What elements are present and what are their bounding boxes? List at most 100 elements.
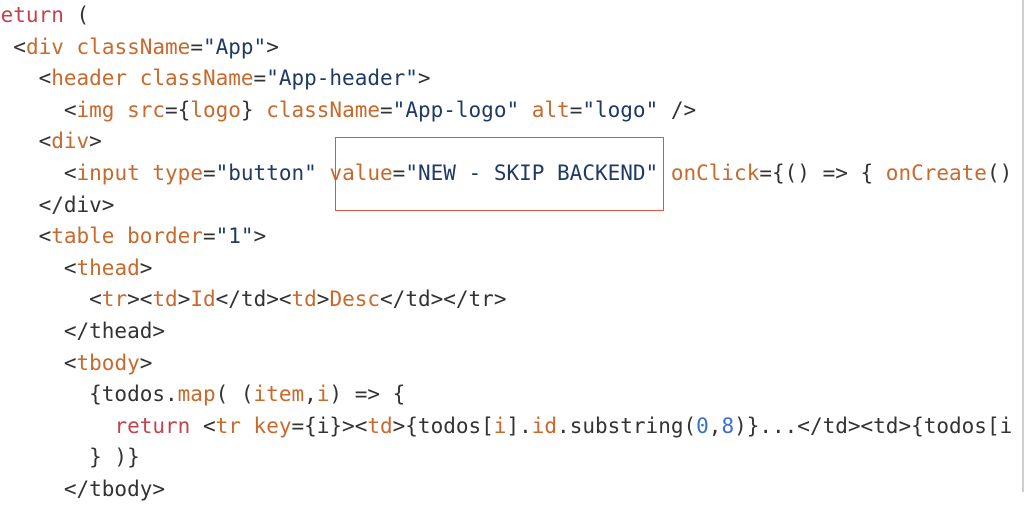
code-token-plain — [114, 224, 127, 248]
code-token-punc: > — [266, 34, 279, 59]
code-token-attr: className — [76, 34, 191, 59]
code-token-punc: </td></tr> — [380, 287, 507, 312]
code-token-plain — [317, 161, 330, 185]
code-token-str: "App" — [202, 34, 267, 59]
code-token-punc: = — [202, 160, 216, 185]
code-line: return <tr key={i}><td>{todos[i].id.subs… — [0, 411, 1012, 443]
code-token-attr: logo — [190, 97, 241, 122]
code-token-punc: >< — [127, 287, 153, 312]
code-token-punc: > — [253, 224, 267, 249]
code-token-tag: tr — [101, 287, 128, 312]
code-token-tag: td — [152, 287, 178, 312]
code-line: <div> — [0, 126, 1012, 158]
editor-scrollbar-edge — [1022, 0, 1024, 492]
code-token-num: 0 — [696, 413, 709, 438]
code-token-punc: ( — [63, 3, 90, 27]
code-token-punc: = — [190, 34, 203, 59]
code-token-attr: key — [253, 413, 292, 438]
code-token-attr: className — [139, 66, 254, 91]
code-line: <table border="1"> — [0, 221, 1012, 253]
code-token-kw: return — [0, 3, 64, 27]
code-token-kw: return — [114, 413, 191, 438]
code-token-tag: thead — [76, 255, 140, 280]
code-token-punc: .substring( — [557, 413, 697, 438]
code-token-punc: < — [63, 350, 77, 375]
code-line: return ( — [0, 0, 1012, 32]
code-token-tag: tr — [215, 413, 241, 438]
code-token-tag: input — [76, 160, 140, 185]
code-token-str: "button" — [215, 160, 317, 185]
code-token-attr: alt — [531, 97, 570, 122]
code-token-punc: </tbody> — [0, 476, 166, 501]
code-token-punc: = — [392, 160, 406, 185]
code-token-punc: < — [13, 34, 26, 59]
code-token-punc: < — [89, 287, 102, 312]
code-token-punc: </thead> — [0, 318, 166, 343]
code-token-tag: div — [25, 34, 64, 59]
code-token-attr: value — [329, 160, 393, 185]
code-token-punc: > — [89, 129, 102, 154]
code-token-plain — [140, 161, 153, 185]
code-token-punc: = — [202, 224, 216, 249]
code-token-tag: td — [367, 413, 393, 438]
code-token-attr: type — [152, 160, 203, 185]
code-token-punc: < — [63, 255, 77, 280]
code-token-attr: item — [253, 382, 305, 407]
code-token-attr: src — [127, 97, 166, 122]
code-token-tag: tbody — [76, 350, 140, 375]
code-line: } )} — [0, 442, 1012, 474]
code-token-punc: = — [569, 97, 583, 122]
code-token-punc: < — [38, 224, 52, 249]
code-token-tag: img — [76, 97, 115, 122]
code-token-plain — [64, 35, 77, 59]
code-line: <img src={logo} className="App-logo" alt… — [0, 95, 1012, 127]
code-token-punc: < — [38, 129, 52, 154]
code-token-tag: table — [51, 224, 115, 249]
code-token-punc: </td>< — [215, 287, 292, 312]
code-token-attr: i — [316, 382, 330, 407]
code-token-punc: = — [253, 66, 267, 91]
code-token-punc: > — [139, 255, 153, 280]
code-line: <tr><td>Id</td><td>Desc</td></tr> — [0, 284, 1012, 316]
code-token-punc: , — [708, 413, 722, 438]
highlight-box — [335, 137, 664, 211]
code-token-punc: > — [316, 287, 330, 312]
code-token-punc: > — [139, 350, 153, 375]
code-line: <tbody> — [0, 348, 1012, 380]
code-token-attr: className — [266, 97, 381, 122]
code-token-punc: </div> — [0, 192, 115, 217]
code-token-tag: Desc — [329, 287, 381, 312]
code-line: </thead> — [0, 316, 1012, 348]
code-token-punc: ( ( — [215, 382, 254, 407]
code-token-punc: ) => { — [329, 382, 406, 407]
code-line: <input type="button" value="NEW - SKIP B… — [0, 158, 1012, 190]
code-line: {todos.map( (item,i) => { — [0, 379, 1012, 411]
code-token-punc: ={i}>< — [291, 413, 368, 438]
code-token-punc: } — [240, 97, 267, 122]
code-token-num: 8 — [721, 413, 735, 438]
code-line: </div> — [0, 190, 1012, 222]
code-token-str: "App-header" — [266, 66, 418, 91]
code-token-str: "1" — [215, 224, 254, 249]
code-token-tag: td — [291, 287, 317, 312]
code-token-attr: onCreate — [885, 160, 987, 185]
code-token-punc: > — [417, 66, 431, 91]
code-token-attr: onClick — [670, 160, 760, 185]
code-token-plain — [127, 66, 140, 90]
code-line: <header className="App-header"> — [0, 63, 1012, 95]
code-line: </tbody> — [0, 474, 1012, 506]
code-token-plain — [114, 98, 127, 122]
code-token-punc: , — [304, 382, 317, 407]
code-token-punc: ={() => { — [759, 160, 886, 185]
code-token-punc: < — [63, 160, 77, 185]
code-token-punc: } )} — [0, 445, 140, 470]
code-token-str: "NEW - SKIP BACKEND" — [405, 160, 659, 185]
code-token-punc: < — [38, 66, 52, 91]
code-token-plain — [241, 414, 254, 438]
code-token-tag: header — [51, 66, 128, 91]
code-line: <thead> — [0, 253, 1012, 285]
code-token-punc: /> — [658, 97, 697, 122]
code-token-attr: id — [531, 413, 558, 438]
code-line: <div className="App"> — [0, 32, 1012, 64]
